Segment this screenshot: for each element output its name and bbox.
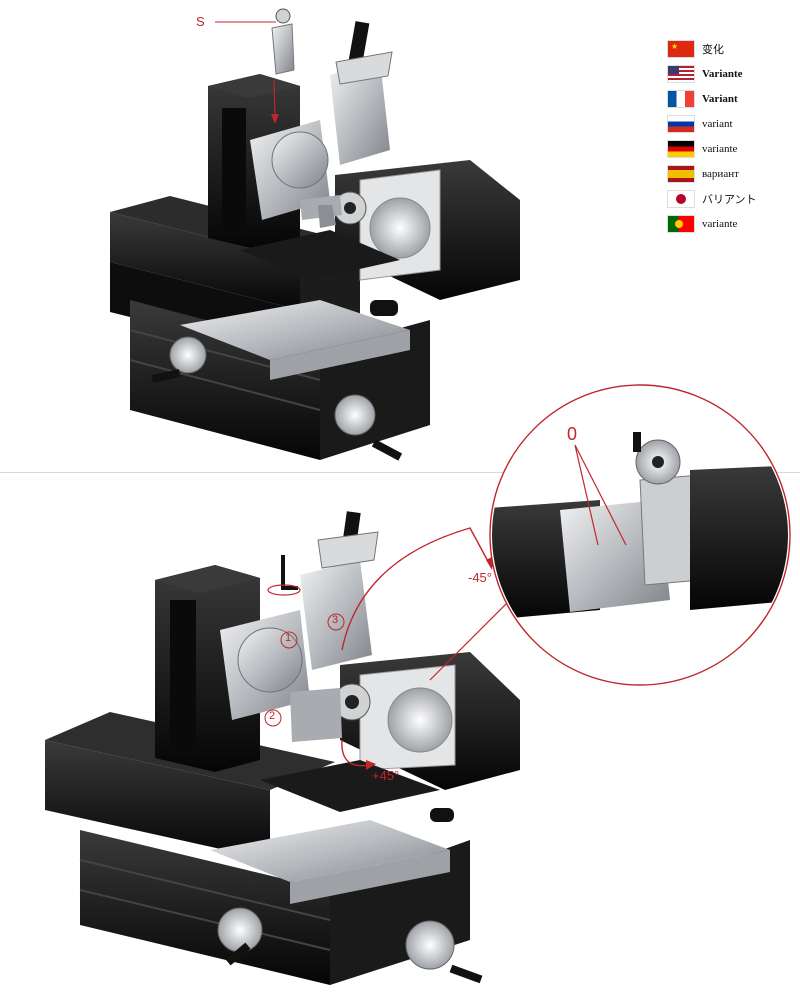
bottom-angle-arcs <box>341 527 511 770</box>
zoom-inset <box>489 384 791 686</box>
usa-flag <box>668 65 694 82</box>
legend-row-usa: Variante <box>668 61 798 86</box>
legend-row-france: Variant <box>668 86 798 111</box>
top-tool-bit-callout <box>215 8 295 124</box>
top-head <box>250 21 520 300</box>
bottom-column <box>155 565 260 772</box>
legend-row-spain: вариант <box>668 161 798 186</box>
spain-flag <box>668 165 694 182</box>
portugal-flag <box>668 215 694 232</box>
marker-1-label: 1 <box>285 632 292 644</box>
legend-label: Variant <box>702 92 738 105</box>
zoom-label: 0 <box>567 424 578 444</box>
angle-plus-label: +45° <box>372 768 400 783</box>
bottom-hex-key <box>267 555 301 596</box>
marker-2-label: 2 <box>269 710 276 722</box>
legend-label: 变化 <box>702 43 724 56</box>
marker-3-label: 3 <box>332 614 339 626</box>
top-callout-label: S <box>196 14 205 29</box>
legend-row-russia: variant <box>668 111 798 136</box>
china-flag: ★ <box>668 40 694 57</box>
bottom-cross-slide <box>210 760 483 984</box>
top-cross-slide <box>151 230 410 461</box>
legend-label: вариант <box>702 167 739 180</box>
russia-flag <box>668 115 694 132</box>
legend-label: variant <box>702 117 733 130</box>
legend-label: Variante <box>702 67 743 80</box>
legend-row-portugal: variante <box>668 211 798 236</box>
legend-row-japan: バリアント <box>668 186 798 211</box>
france-flag <box>668 90 694 107</box>
japan-flag <box>668 190 694 207</box>
legend-label: バリアント <box>702 193 757 206</box>
germany-flag <box>668 140 694 157</box>
legend-row-germany: variante <box>668 136 798 161</box>
legend-row-china: ★ 变化 <box>668 36 798 61</box>
legend-label: variante <box>702 217 738 230</box>
bottom-head <box>220 511 520 790</box>
legend-label: variante <box>702 142 738 155</box>
language-legend: ★ 变化 Variante Variant variant variante в… <box>668 36 798 236</box>
section-divider <box>0 472 800 473</box>
bottom-markers <box>264 613 345 727</box>
angle-minus-label: -45° <box>468 570 492 585</box>
